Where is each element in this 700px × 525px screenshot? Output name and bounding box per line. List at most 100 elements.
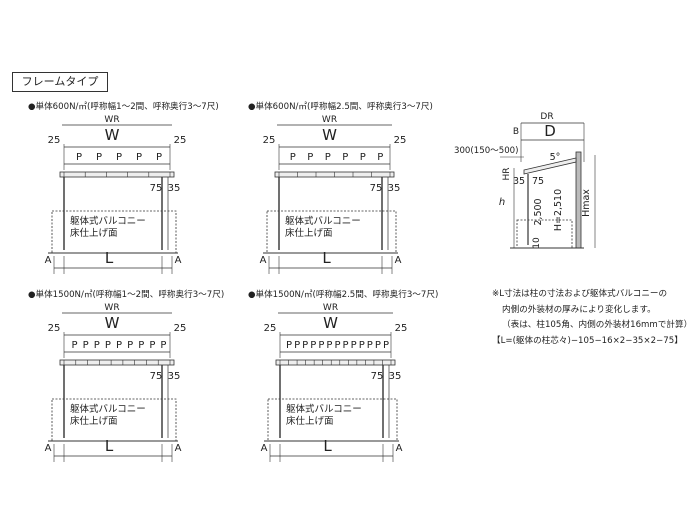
side-d35-label: 35 <box>513 176 525 187</box>
p-label: P <box>116 340 122 351</box>
side-roof <box>523 157 577 175</box>
w-label: W <box>105 314 120 332</box>
h-label: h <box>499 197 505 208</box>
p-label: P <box>367 340 373 351</box>
a-right-label: A <box>175 443 182 454</box>
d35-label: 35 <box>388 183 401 194</box>
variant-title: ●単体1500N/㎡(呼称幅1～2間、呼称奥行3～7尺) <box>28 288 224 300</box>
w-label: W <box>105 126 120 144</box>
note-line-4: 【L=(躯体の柱芯々)−105−16×2−35×2−75】 <box>492 335 683 346</box>
a-right-label: A <box>395 255 402 266</box>
l-label: L <box>105 437 114 455</box>
p-label: P <box>360 152 366 163</box>
p-label: P <box>359 340 365 351</box>
edge-left-label: 25 <box>48 323 61 334</box>
p-label: P <box>286 340 292 351</box>
a-right-label: A <box>175 255 182 266</box>
balcony-label-2: 床仕上げ面 <box>285 227 333 239</box>
note-line-1: ※L寸法は柱の寸法および躯体式バルコニーの <box>492 289 668 299</box>
ten-label: 10 <box>532 237 542 249</box>
w-label: W <box>323 314 338 332</box>
a-left-label: A <box>260 255 267 266</box>
balcony-label-1: 躯体式バルコニー <box>70 403 146 415</box>
roof-beam <box>275 359 396 366</box>
dr-label: DR <box>540 112 553 122</box>
p-label: P <box>302 340 308 351</box>
dimension-notes: ※L寸法は柱の寸法および躯体式バルコニーの 内側の外装材の厚みにより変化します。… <box>492 287 697 349</box>
balcony-label-1: 躯体式バルコニー <box>285 215 361 227</box>
b-label: B <box>513 127 519 137</box>
p-label: P <box>290 152 296 163</box>
p-label: P <box>326 340 332 351</box>
d75-label: 75 <box>370 183 383 194</box>
p-label: P <box>375 340 381 351</box>
roof-beam <box>59 359 175 366</box>
d75-label: 75 <box>150 371 163 382</box>
edge-left-label: 25 <box>264 323 277 334</box>
p-label: P <box>307 152 313 163</box>
a-left-label: A <box>45 443 52 454</box>
p-label: P <box>136 152 142 163</box>
p-label: P <box>72 340 78 351</box>
p-label: P <box>94 340 100 351</box>
p-label: P <box>294 340 300 351</box>
d75-label: 75 <box>371 371 384 382</box>
p-label: P <box>76 152 82 163</box>
a-left-label: A <box>261 443 268 454</box>
h-eq-label: H=2,510 <box>553 189 564 231</box>
p-label: P <box>105 340 111 351</box>
d35-label: 35 <box>168 371 181 382</box>
p-label: P <box>149 340 155 351</box>
balcony-label-1: 躯体式バルコニー <box>70 215 146 227</box>
balcony-label-1: 躯体式バルコニー <box>286 403 362 415</box>
d35-label: 35 <box>389 371 402 382</box>
p-label: P <box>318 340 324 351</box>
edge-right-label: 25 <box>174 323 187 334</box>
offset-label: 300(150～500) <box>454 146 519 156</box>
wr-label: WR <box>104 303 119 313</box>
angle-label: 5° <box>550 152 561 163</box>
d35-label: 35 <box>168 183 181 194</box>
a-left-label: A <box>45 255 52 266</box>
note-line-3: （表は、柱105角、内側の外装材16mmで計算） <box>502 320 693 330</box>
p-label: P <box>138 340 144 351</box>
p-label: P <box>334 340 340 351</box>
p-label: P <box>116 152 122 163</box>
edge-left-label: 25 <box>48 135 61 146</box>
wr-label: WR <box>104 115 119 125</box>
edge-right-label: 25 <box>174 135 187 146</box>
a-right-label: A <box>396 443 403 454</box>
p-label: P <box>351 340 357 351</box>
p-label: P <box>383 340 389 351</box>
section-title: フレームタイプ <box>12 72 108 92</box>
edge-left-label: 25 <box>263 135 276 146</box>
roof-beam <box>59 171 175 178</box>
wr-label: WR <box>322 115 337 125</box>
d-label: D <box>544 122 556 140</box>
l-label: L <box>323 437 332 455</box>
balcony-label-2: 床仕上げ面 <box>70 227 118 239</box>
h-sub-label: 2,500 <box>533 198 544 225</box>
p-label: P <box>310 340 316 351</box>
hmax-label: Hmax <box>581 189 592 217</box>
edge-right-label: 25 <box>395 323 408 334</box>
variant-title: ●単体1500N/㎡(呼称幅2.5間、呼称奥行3～7尺) <box>248 288 438 300</box>
p-label: P <box>343 340 349 351</box>
p-label: P <box>160 340 166 351</box>
p-label: P <box>377 152 383 163</box>
wr-label: WR <box>323 303 338 313</box>
w-label: W <box>322 126 337 144</box>
p-label: P <box>325 152 331 163</box>
balcony-label-2: 床仕上げ面 <box>70 415 118 427</box>
edge-right-label: 25 <box>394 135 407 146</box>
p-label: P <box>342 152 348 163</box>
l-label: L <box>322 249 331 267</box>
p-label: P <box>96 152 102 163</box>
l-label: L <box>105 249 114 267</box>
variant-title: ●単体600N/㎡(呼称幅1～2間、呼称奥行3～7尺) <box>28 100 219 112</box>
